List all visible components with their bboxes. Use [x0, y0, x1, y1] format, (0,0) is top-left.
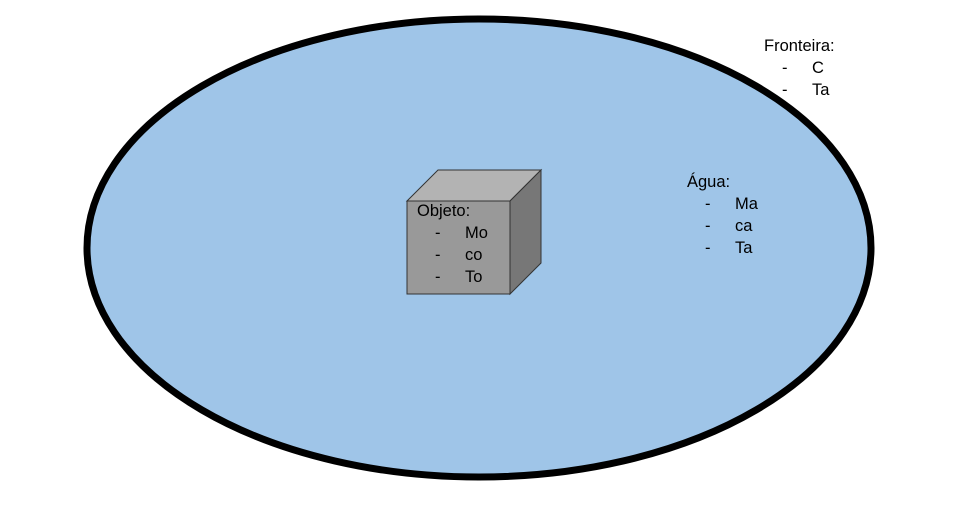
- list-bullet: -: [782, 59, 788, 77]
- object-label: Objeto: - Mo - co - To: [417, 200, 488, 288]
- boundary-item-text: C: [812, 59, 824, 77]
- list-bullet: -: [705, 239, 711, 257]
- water-item: - ca: [687, 215, 758, 237]
- water-item-text: ca: [735, 217, 753, 235]
- object-item: - co: [417, 244, 488, 266]
- cube-front-face: [406, 200, 511, 295]
- object-item: - To: [417, 266, 488, 288]
- water-label: Água: - Ma - ca - Ta: [687, 171, 758, 259]
- list-bullet: -: [705, 195, 711, 213]
- object-title: Objeto:: [417, 202, 471, 220]
- boundary-item: - Ta: [764, 79, 835, 101]
- water-item: - Ma: [687, 193, 758, 215]
- water-item-text: Ta: [735, 239, 753, 257]
- object-item: - Mo: [417, 222, 488, 244]
- list-bullet: -: [782, 81, 788, 99]
- list-bullet: -: [435, 268, 441, 286]
- boundary-item-text: Ta: [812, 81, 830, 99]
- object-item-text: Mo: [465, 224, 488, 242]
- list-bullet: -: [435, 224, 441, 242]
- water-item: - Ta: [687, 237, 758, 259]
- object-item-text: co: [465, 246, 483, 264]
- water-item-text: Ma: [735, 195, 758, 213]
- boundary-item: -C: [764, 57, 835, 79]
- boundary-label: Fronteira: -C -Ta: [764, 35, 835, 101]
- list-bullet: -: [705, 217, 711, 235]
- object-cube: [405, 168, 543, 296]
- water-title: Água:: [687, 173, 731, 191]
- boundary-title: Fronteira:: [764, 37, 835, 55]
- object-item-text: To: [465, 268, 483, 286]
- list-bullet: -: [435, 246, 441, 264]
